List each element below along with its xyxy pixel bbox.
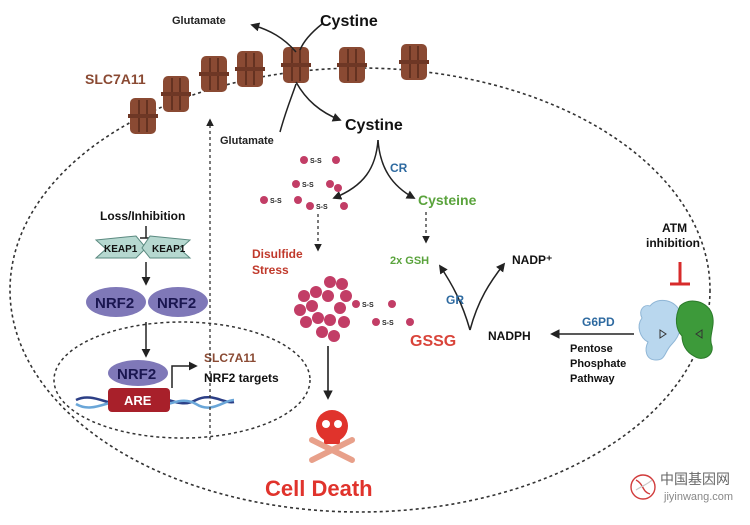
ss-bond-label: S-S xyxy=(382,320,394,327)
ss-bond-label: S-S xyxy=(316,204,328,211)
slc7a11-membrane-label: SLC7A11 xyxy=(85,71,146,87)
watermark-cn: 中国基因网 xyxy=(660,471,730,488)
gr-arrow-to-nadp xyxy=(469,262,506,331)
gr-arrow-to-gsh xyxy=(439,264,471,331)
loss-inhibition-label: Loss/Inhibition xyxy=(100,209,185,223)
disulfide-label-2: Stress xyxy=(252,263,289,277)
glutamate-out-label: Glutamate xyxy=(172,15,226,27)
inhibition-icon xyxy=(670,262,690,286)
nrf2-nucleus-label: NRF2 xyxy=(117,366,156,383)
nrf2-nucleus xyxy=(108,360,168,386)
disulfide-label-1: Disulfide xyxy=(252,247,303,261)
atm-label-2: inhibition xyxy=(646,236,700,250)
glutamate-in-label: Glutamate xyxy=(220,135,274,147)
gsh-label: 2x GSH xyxy=(390,255,429,267)
ppp-label-2: Phosphate xyxy=(570,358,626,370)
are-label: ARE xyxy=(124,393,152,408)
cystine-import-arrow xyxy=(295,81,342,122)
ss-bond-label: S-S xyxy=(362,302,374,309)
cell-death-label: Cell Death xyxy=(265,476,373,501)
ppp-label-3: Pathway xyxy=(570,373,616,385)
ss-bond-label: S-S xyxy=(310,158,322,165)
disulfide-chain-cluster: S-S S-S S-S S-S xyxy=(260,156,348,211)
atm-label-1: ATM xyxy=(662,221,687,235)
nrf2-left xyxy=(86,287,146,317)
nucleus xyxy=(53,321,311,439)
protein-aggregate xyxy=(294,276,352,342)
keap1-right-label: KEAP1 xyxy=(152,244,186,255)
gr-label: GR xyxy=(446,293,464,307)
g6pd-label: G6PD xyxy=(582,315,615,329)
cysteine-label: Cysteine xyxy=(418,192,477,208)
glutamate-export-arrow xyxy=(250,22,297,53)
ss-chains-right: S-S S-S xyxy=(352,300,414,327)
cystine-in-label: Cystine xyxy=(345,117,403,134)
ppp-label-1: Pentose xyxy=(570,343,613,355)
ss-bond-label: S-S xyxy=(302,182,314,189)
slc7a11-target-label: SLC7A11 xyxy=(204,351,256,365)
nrf2-right-label: NRF2 xyxy=(157,295,196,312)
glutamate-entry-arrow xyxy=(279,83,297,133)
transcription-arrow xyxy=(171,361,198,388)
gssg-label: GSSG xyxy=(410,333,456,350)
cr-branch-right xyxy=(377,139,416,199)
nrf2-left-label: NRF2 xyxy=(95,295,134,312)
nrf2-right xyxy=(148,287,208,317)
keap1-left-label: KEAP1 xyxy=(104,244,138,255)
cystine-out-label: Cystine xyxy=(320,13,378,30)
cystine-entry-arrow xyxy=(299,23,323,51)
watermark-logo xyxy=(630,474,656,500)
skull-icon xyxy=(309,410,355,463)
keap1-dimer xyxy=(94,235,192,259)
cr-label: CR xyxy=(390,161,408,175)
cr-branch-left xyxy=(332,139,379,200)
g6pd-enzyme-icon xyxy=(638,299,714,361)
are-box xyxy=(108,388,170,412)
nadp-label: NADP⁺ xyxy=(512,253,552,267)
ss-bond-label: S-S xyxy=(270,198,282,205)
watermark-url: jiyinwang.com xyxy=(663,491,733,503)
nrf2-targets-label: NRF2 targets xyxy=(204,371,279,385)
nadph-label: NADPH xyxy=(488,329,531,343)
